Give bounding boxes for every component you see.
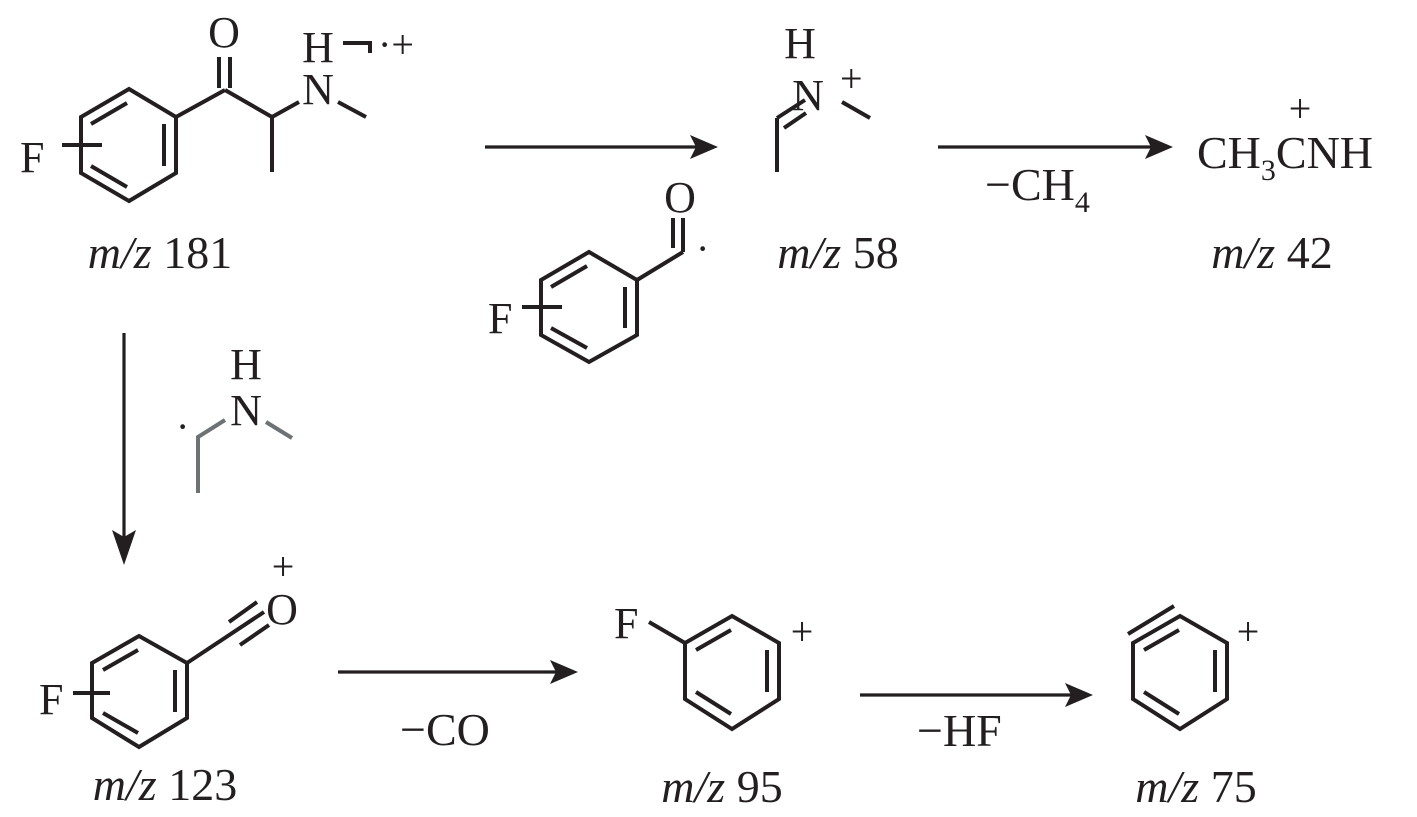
benzene-ring	[1131, 613, 1229, 732]
atom-H: H	[302, 23, 334, 72]
loss-text: −CH	[985, 159, 1075, 210]
radical-dot: ·	[696, 226, 709, 271]
arrow-181-to-58	[485, 135, 718, 159]
mz-prefix: m/z	[88, 227, 152, 278]
atom-F: F	[488, 294, 512, 343]
bond	[1142, 690, 1181, 716]
bond	[337, 100, 367, 119]
molecule-fluorobenzoyl-radical: F O ·	[488, 173, 709, 365]
bond	[1126, 604, 1176, 636]
arrow-123-to-95: −CO	[338, 660, 578, 755]
mz-value: 42	[1287, 227, 1333, 278]
bond	[695, 628, 732, 652]
bond	[89, 164, 129, 189]
molecule-parent-mz181: F O N H ·+ m/z 181	[20, 8, 414, 278]
bond	[647, 620, 687, 645]
charge-plus: +	[840, 56, 863, 101]
mz-prefix: m/z	[661, 761, 725, 812]
atom-O: O	[664, 173, 696, 222]
bond	[227, 600, 259, 624]
formula: CH3CNH	[1197, 127, 1373, 187]
charge-plus: +	[272, 544, 295, 589]
bond	[775, 98, 807, 120]
mz-prefix: m/z	[777, 227, 841, 278]
mz-prefix: m/z	[1211, 227, 1275, 278]
bond	[782, 111, 808, 130]
subscript: 4	[1075, 186, 1090, 219]
formula-part: CH	[1197, 127, 1261, 178]
mz-value: 95	[737, 761, 783, 812]
loss-label-co: −CO	[400, 704, 490, 755]
bond	[635, 250, 685, 282]
arrow-58-to-42: −CH4	[938, 135, 1173, 219]
bracket	[343, 41, 372, 53]
charge-plus: +	[1289, 86, 1312, 131]
atom-F: F	[39, 675, 63, 724]
arrowhead	[550, 660, 578, 684]
radical-cation-sign: ·+	[378, 22, 414, 67]
mz-prefix: m/z	[93, 759, 157, 810]
atom-N: N	[302, 65, 334, 114]
formula-part: CNH	[1276, 127, 1373, 178]
bond	[549, 264, 589, 289]
bond	[238, 623, 271, 647]
bond	[89, 101, 129, 126]
molecule-fluorophenyl-cation-mz95: F + m/z 95	[614, 599, 813, 812]
molecule-acetonitrilium-mz42: CH3CNH + m/z 42	[1197, 86, 1373, 278]
radical-dot: ·	[176, 404, 189, 449]
atom-H: H	[784, 19, 816, 68]
bond	[185, 610, 266, 665]
bond	[102, 648, 139, 672]
atom-N: N	[230, 386, 262, 435]
bond	[196, 418, 227, 493]
mz-value: 58	[853, 227, 899, 278]
subscript: 3	[1261, 154, 1276, 187]
mz-label: m/z 181	[88, 227, 232, 278]
arrow-181-to-123	[112, 333, 136, 565]
bond	[175, 88, 226, 119]
arrowhead	[1145, 135, 1173, 159]
bond	[550, 326, 588, 350]
mz-label: m/z 123	[93, 759, 237, 810]
arrow-95-to-75: −HF	[860, 683, 1093, 756]
mz-label: m/z 42	[1211, 227, 1332, 278]
bond	[271, 100, 300, 119]
charge-plus: +	[1237, 609, 1260, 654]
atom-F: F	[614, 599, 638, 648]
mz-prefix: m/z	[1135, 761, 1199, 812]
bond	[694, 690, 733, 716]
benzene-ring	[683, 613, 781, 732]
mz-value: 123	[168, 759, 237, 810]
loss-label-hf: −HF	[917, 705, 1002, 756]
mz-label: m/z 95	[661, 761, 782, 812]
mz-label: m/z 75	[1135, 761, 1256, 812]
molecule-amine-radical: · N H	[176, 340, 294, 493]
charge-plus: +	[791, 609, 814, 654]
mz-value: 181	[163, 227, 232, 278]
arrowhead	[1065, 683, 1093, 707]
bond	[1143, 628, 1180, 652]
molecule-fluorobenzoyl-cation-mz123: F O + m/z 123	[39, 544, 298, 810]
atom-H: H	[230, 340, 262, 389]
molecule-benzyne-cation-mz75: + m/z 75	[1126, 604, 1260, 812]
atom-N: N	[792, 71, 824, 120]
molecule-iminium-mz58: N H + m/z 58	[775, 19, 899, 278]
mz-value: 75	[1211, 761, 1257, 812]
bond	[102, 711, 139, 735]
loss-label-ch4: −CH4	[985, 159, 1090, 219]
bond	[224, 88, 273, 119]
arrowhead	[690, 135, 718, 159]
arrowhead	[112, 530, 136, 565]
mz-label: m/z 58	[777, 227, 898, 278]
bond	[264, 420, 294, 440]
bond	[841, 100, 871, 120]
atom-O: O	[266, 585, 298, 634]
atom-F: F	[20, 133, 44, 182]
atom-O: O	[208, 8, 240, 57]
